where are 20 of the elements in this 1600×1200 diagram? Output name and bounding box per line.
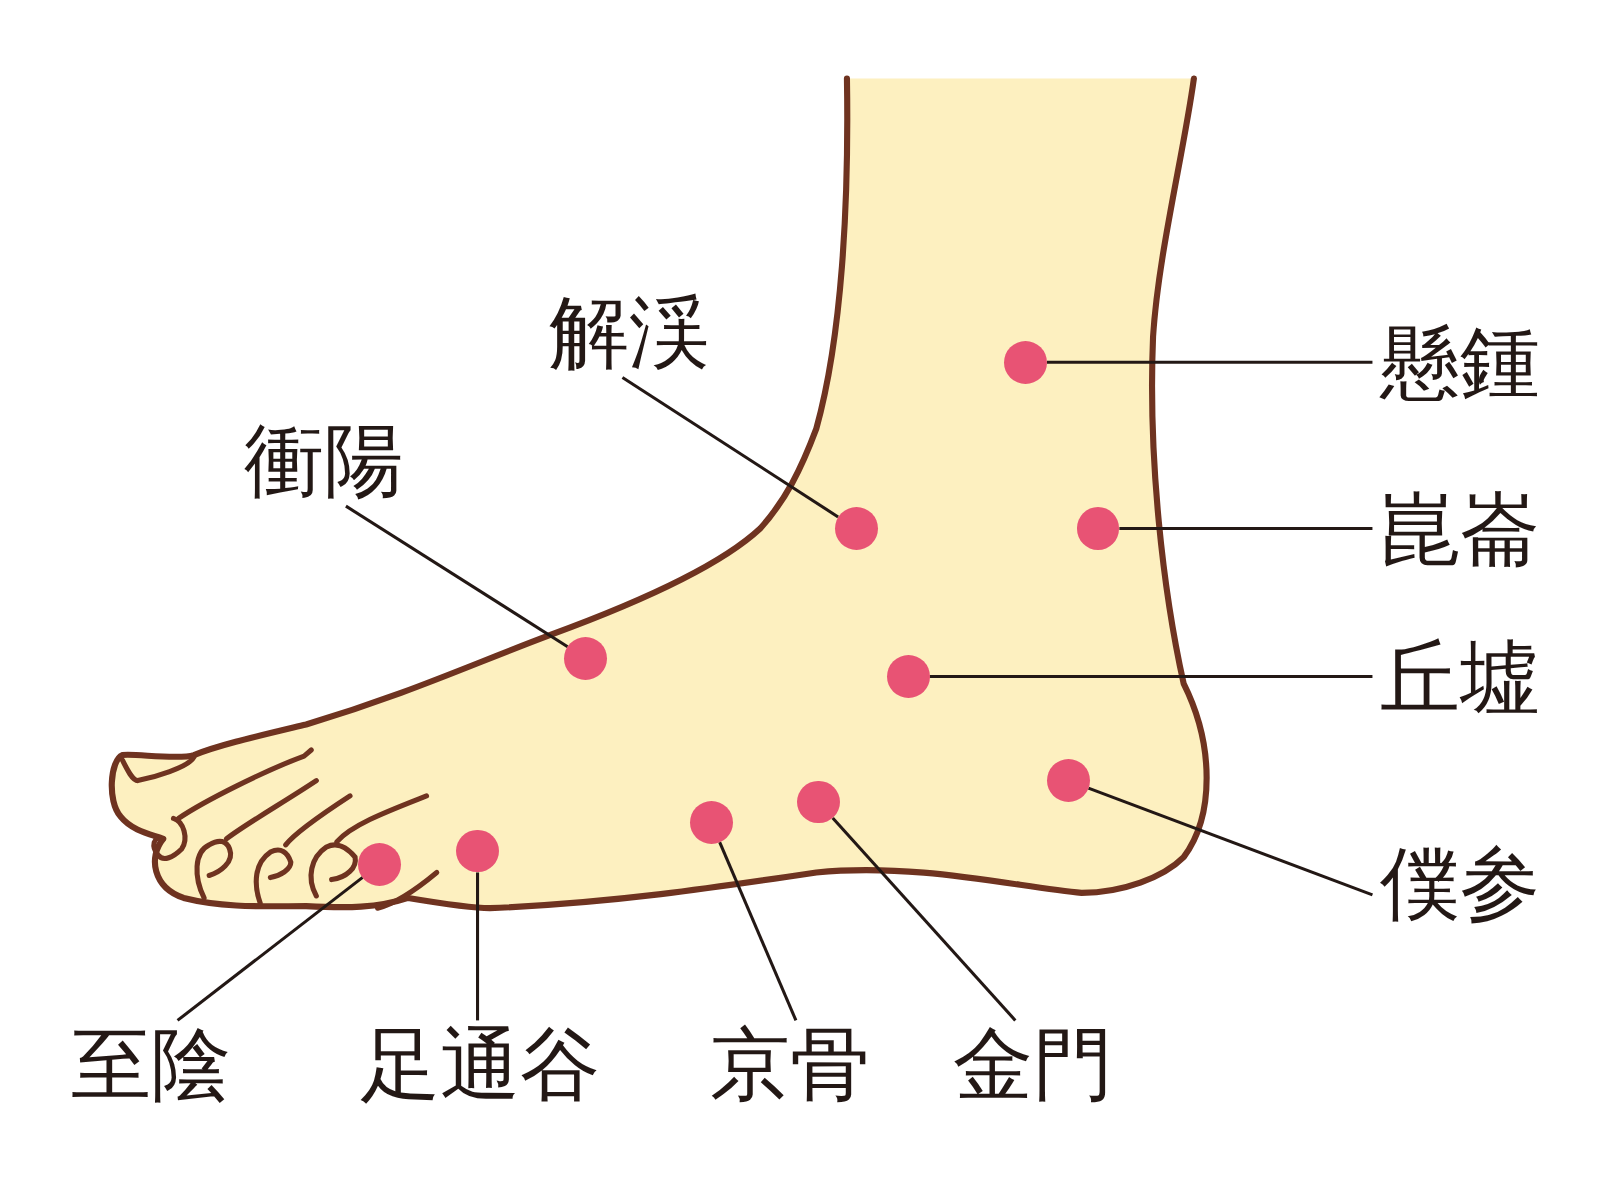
leader-line (1119, 527, 1373, 531)
acupoint-label: 解渓 (540, 287, 717, 378)
leader-line (345, 504, 569, 648)
leader-line (831, 816, 1017, 1022)
acupoint-label: 至陰 (63, 1020, 239, 1111)
leader-line (1087, 786, 1373, 897)
acupoint-label: 衝陽 (236, 416, 413, 507)
acupoint-label: 金門 (944, 1020, 1121, 1111)
acupoint-label: 足通谷 (350, 1020, 611, 1111)
leader-line (476, 872, 480, 1021)
acupoint-label: 崑崙 (1372, 484, 1548, 575)
leader-line (929, 675, 1373, 679)
acupoint-label: 僕参 (1372, 838, 1548, 929)
leader-line (1046, 360, 1373, 364)
acupoint-label: 京骨 (702, 1020, 878, 1111)
leader-line (718, 841, 798, 1021)
acupoint-label: 丘墟 (1372, 632, 1548, 723)
leader-line (176, 876, 364, 1022)
acupoint-label: 懸鍾 (1372, 318, 1548, 409)
leader-line (621, 376, 839, 519)
